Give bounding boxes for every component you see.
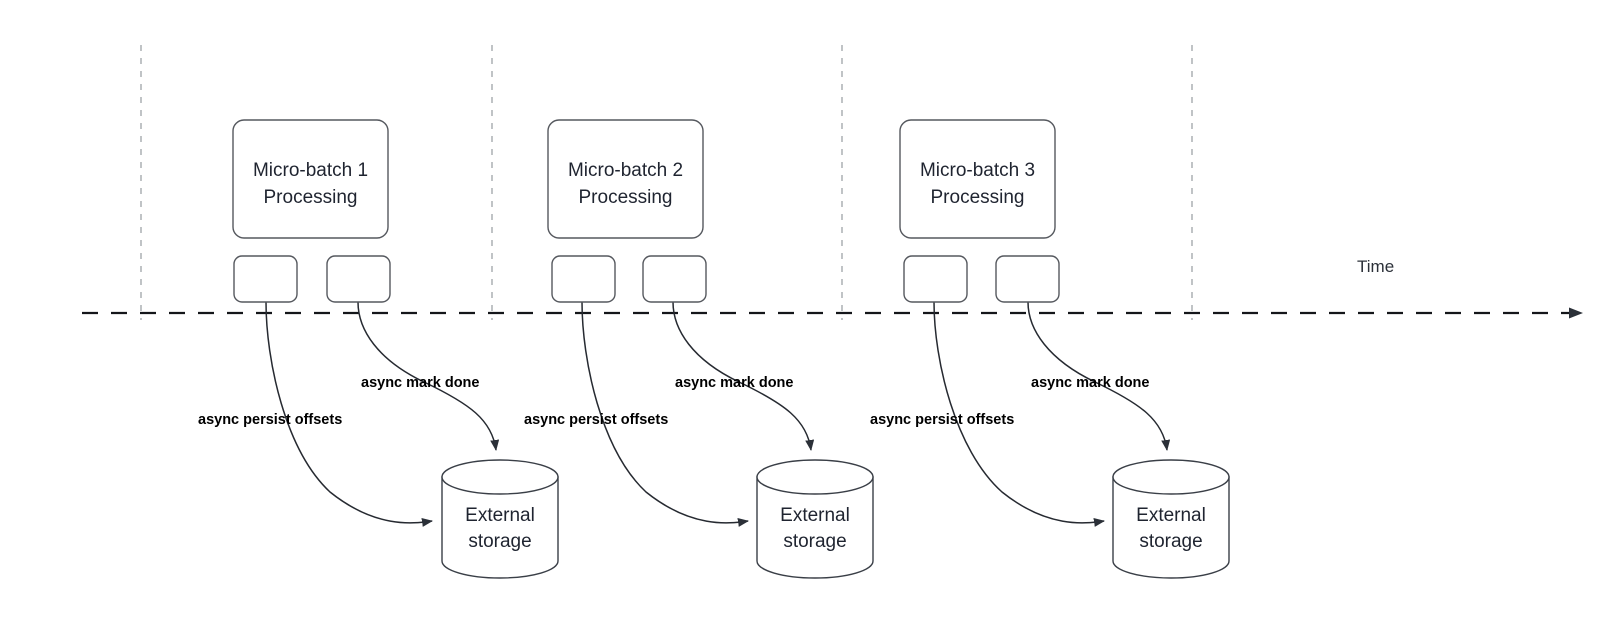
time-axis-label: Time bbox=[1357, 257, 1394, 276]
external-storage-cylinder-top-1 bbox=[441, 459, 559, 495]
task-box-3b[interactable] bbox=[995, 255, 1060, 303]
async-mark-done-edge-3 bbox=[1027, 301, 1171, 451]
task-box-1a[interactable] bbox=[233, 255, 298, 303]
micro-batch-process-box-1[interactable] bbox=[232, 119, 389, 239]
task-box-2a[interactable] bbox=[551, 255, 616, 303]
async-mark-done-edge-2 bbox=[672, 301, 815, 451]
async-persist-offsets-edge-3 bbox=[933, 301, 1105, 527]
micro-batch-label-line1-2: Micro-batch 2 bbox=[568, 160, 683, 181]
external-storage-cylinder-body-2[interactable] bbox=[756, 476, 874, 579]
micro-batch-label-line2-1: Processing bbox=[264, 187, 358, 208]
time-axis-group: Time bbox=[82, 257, 1583, 319]
external-storage-label-line1-2: External bbox=[780, 505, 850, 526]
micro-batch-label-line2-3: Processing bbox=[931, 187, 1025, 208]
micro-batch-label-line1-3: Micro-batch 3 bbox=[920, 160, 1035, 181]
micro-batch-process-box-2[interactable] bbox=[547, 119, 704, 239]
async-persist-offsets-edge-2 bbox=[581, 301, 749, 527]
external-storage-label-line2-3: storage bbox=[1139, 531, 1202, 552]
async-persist-offsets-edge-1 bbox=[265, 301, 433, 527]
external-storage-cylinder-top-3 bbox=[1112, 459, 1230, 495]
task-box-3a[interactable] bbox=[903, 255, 968, 303]
async-mark-done-edge-1-label: async mark done bbox=[361, 375, 479, 391]
async-persist-offsets-edge-1-label: async persist offsets bbox=[198, 412, 342, 428]
external-storage-label-line2-2: storage bbox=[783, 531, 846, 552]
micro-batch-label-line1-1: Micro-batch 1 bbox=[253, 160, 368, 181]
task-box-1b[interactable] bbox=[326, 255, 391, 303]
external-storage-cylinder-body-1[interactable] bbox=[441, 476, 559, 579]
micro-batch-process-box-3[interactable] bbox=[899, 119, 1056, 239]
external-storage-cylinder-body-3[interactable] bbox=[1112, 476, 1230, 579]
async-mark-done-edge-2-label: async mark done bbox=[675, 375, 793, 391]
external-storage-label-line2-1: storage bbox=[468, 531, 531, 552]
async-mark-done-edge-3-label: async mark done bbox=[1031, 375, 1149, 391]
external-storage-label-line1-1: External bbox=[465, 505, 535, 526]
external-storage-label-line1-3: External bbox=[1136, 505, 1206, 526]
micro-batch-label-line2-2: Processing bbox=[579, 187, 673, 208]
task-box-2b[interactable] bbox=[642, 255, 707, 303]
external-storage-cylinder-top-2 bbox=[756, 459, 874, 495]
async-mark-done-edge-1 bbox=[357, 301, 500, 451]
async-persist-offsets-edge-2-label: async persist offsets bbox=[524, 412, 668, 428]
async-persist-offsets-edge-3-label: async persist offsets bbox=[870, 412, 1014, 428]
